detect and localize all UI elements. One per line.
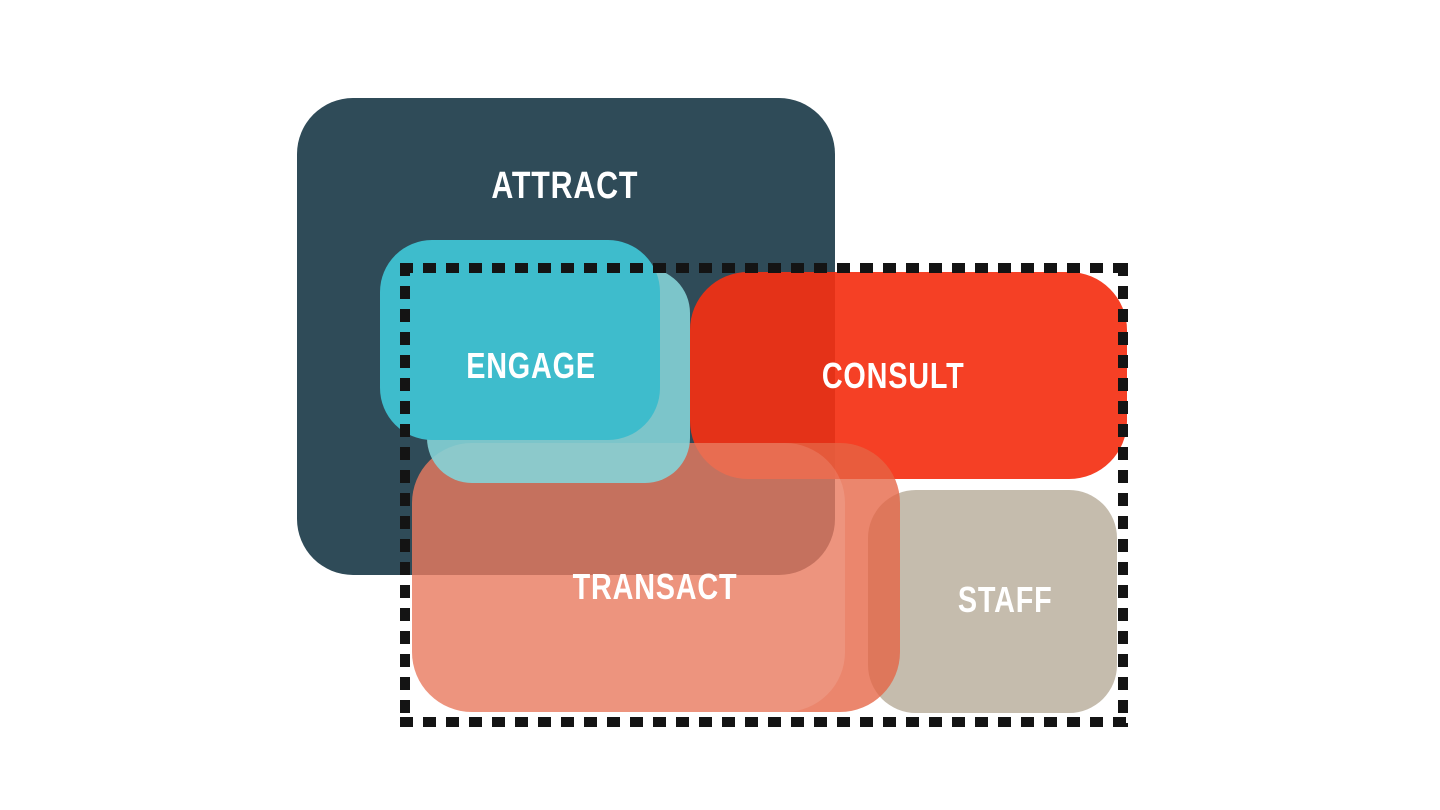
staff-label: STAFF [957, 579, 1053, 620]
engage-box [380, 240, 660, 440]
attract-label: ATTRACT [491, 164, 639, 207]
transact-box-highlight [412, 443, 845, 712]
transact-label: TRANSACT [572, 566, 738, 607]
dashed-boundary-bottom-edge [400, 717, 1128, 727]
transact-box [412, 443, 900, 712]
staff-box [868, 490, 1117, 713]
engage-label: ENGAGE [466, 345, 596, 386]
consult-label: CONSULT [821, 355, 965, 396]
